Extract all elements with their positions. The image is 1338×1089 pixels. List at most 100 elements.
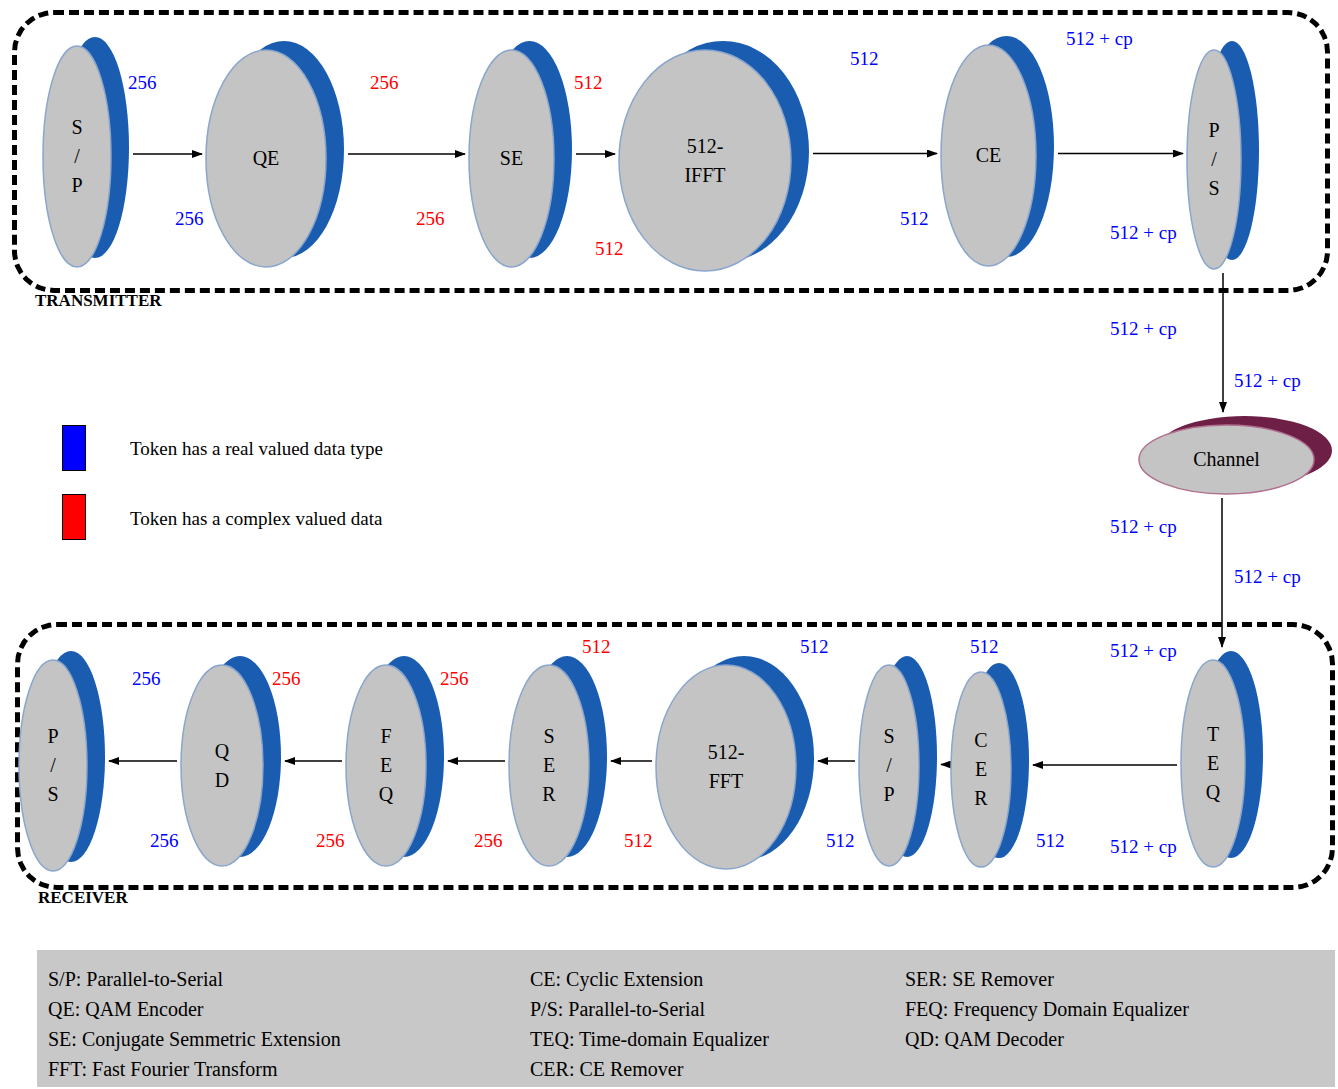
- disc-face: [346, 665, 426, 866]
- process-disc: S E R: [508, 655, 608, 867]
- block-name: C E R: [974, 726, 987, 813]
- disc-face: [469, 50, 554, 267]
- process-disc: 512- IFFT: [618, 40, 810, 272]
- disc-face: [43, 46, 111, 267]
- flow-arrow: [576, 153, 615, 155]
- disc-shape: [950, 662, 1030, 868]
- block-name: F E Q: [379, 722, 393, 809]
- token-count: 512 + cp: [1110, 318, 1177, 340]
- abbreviation-text: QD: QAM Decoder: [905, 1028, 1064, 1051]
- token-count: 512: [850, 48, 879, 70]
- token-count: 512: [970, 636, 999, 658]
- flow-arrow: [1222, 273, 1224, 412]
- disc-text-area: CE: [940, 44, 1037, 267]
- token-count: 512: [1036, 830, 1065, 852]
- disc-text-area: Channel: [1138, 424, 1315, 495]
- block-name: CE: [976, 141, 1002, 170]
- disc-face: [206, 50, 326, 267]
- disc-face: [951, 672, 1011, 867]
- abbreviation-text: SER: SE Remover: [905, 968, 1054, 991]
- disc-shape: [858, 655, 938, 867]
- token-count: 512 + cp: [1110, 836, 1177, 858]
- token-count: 512: [582, 636, 611, 658]
- token-count: 512 + cp: [1110, 222, 1177, 244]
- token-count: 256: [416, 208, 445, 230]
- block-name: T E Q: [1206, 720, 1220, 807]
- disc-face: [1187, 50, 1241, 269]
- block-name: QE: [253, 144, 280, 173]
- disc-text-area: 512- FFT: [655, 664, 797, 870]
- flow-arrow: [109, 760, 177, 762]
- process-disc: QE: [205, 40, 345, 268]
- process-disc: S / P: [42, 36, 130, 268]
- block-name: 512- IFFT: [684, 132, 725, 190]
- process-disc: T E Q: [1180, 650, 1264, 868]
- disc-face: [859, 665, 919, 866]
- disc-shape: [1180, 650, 1264, 868]
- disc-text-area: T E Q: [1180, 659, 1246, 868]
- token-count: 256: [272, 668, 301, 690]
- abbreviation-text: QE: QAM Encoder: [48, 998, 204, 1021]
- disc-text-area: F E Q: [345, 664, 427, 867]
- legend-swatch: [62, 425, 86, 471]
- token-count: 512: [900, 208, 929, 230]
- flow-arrow: [813, 153, 937, 155]
- token-count: 512 + cp: [1066, 28, 1133, 50]
- channel-name: Channel: [1193, 445, 1260, 474]
- token-count: 256: [175, 208, 204, 230]
- region-title: TRANSMITTER: [35, 291, 162, 311]
- block-name: P / S: [47, 722, 58, 809]
- block-name: S / P: [71, 113, 82, 200]
- disc-face: [656, 665, 796, 869]
- process-disc: F E Q: [345, 655, 445, 867]
- dashed-region: TRANSMITTERS / PQESE512- IFFTCEP / S: [12, 10, 1330, 293]
- process-disc: 512- FFT: [655, 655, 815, 870]
- token-count: 256: [150, 830, 179, 852]
- process-disc: S / P: [858, 655, 938, 867]
- process-disc: SE: [468, 40, 573, 268]
- process-disc: P / S: [18, 650, 106, 872]
- disc-face: [619, 50, 791, 271]
- disc-shape: [1186, 40, 1260, 270]
- abbreviation-text: SE: Conjugate Semmetric Extension: [48, 1028, 341, 1051]
- token-count: 512: [826, 830, 855, 852]
- token-count: 512 + cp: [1110, 516, 1177, 538]
- abbreviation-text: S/P: Parallel-to-Serial: [48, 968, 223, 991]
- disc-face: [181, 665, 263, 866]
- disc-text-area: S / P: [42, 45, 112, 268]
- abbreviation-text: FFT: Fast Fourier Transform: [48, 1058, 278, 1081]
- block-name: P / S: [1208, 116, 1219, 203]
- disc-shape: [180, 655, 282, 867]
- token-count: 512: [574, 72, 603, 94]
- disc-face: [509, 665, 589, 866]
- token-count: 256: [316, 830, 345, 852]
- disc-face: [19, 660, 87, 871]
- block-name: Q D: [215, 737, 229, 795]
- region-title: RECEIVER: [38, 888, 128, 908]
- legend-swatch: [62, 494, 86, 540]
- block-name: 512- FFT: [708, 738, 745, 796]
- token-count: 512: [800, 636, 829, 658]
- flow-arrow: [818, 760, 855, 762]
- disc-text-area: S E R: [508, 664, 590, 867]
- disc-text-area: C E R: [950, 671, 1012, 868]
- disc-text-area: Q D: [180, 664, 264, 867]
- process-disc: CE: [940, 35, 1055, 267]
- token-count: 512: [595, 238, 624, 260]
- channel-face: [1139, 425, 1314, 494]
- token-count: 256: [440, 668, 469, 690]
- abbreviation-text: P/S: Parallel-to-Serial: [530, 998, 705, 1021]
- disc-face: [1181, 660, 1245, 867]
- token-count: 256: [370, 72, 399, 94]
- token-count: 512 + cp: [1110, 640, 1177, 662]
- disc-shape: [18, 650, 106, 872]
- flow-arrow: [1058, 153, 1183, 155]
- abbreviation-text: CE: Cyclic Extension: [530, 968, 703, 991]
- disc-shape: [508, 655, 608, 867]
- block-name: SE: [500, 144, 523, 173]
- abbreviation-text: TEQ: Time-domain Equalizer: [530, 1028, 769, 1051]
- disc-text-area: P / S: [18, 659, 88, 872]
- flow-arrow: [133, 153, 202, 155]
- disc-shape: [42, 36, 130, 268]
